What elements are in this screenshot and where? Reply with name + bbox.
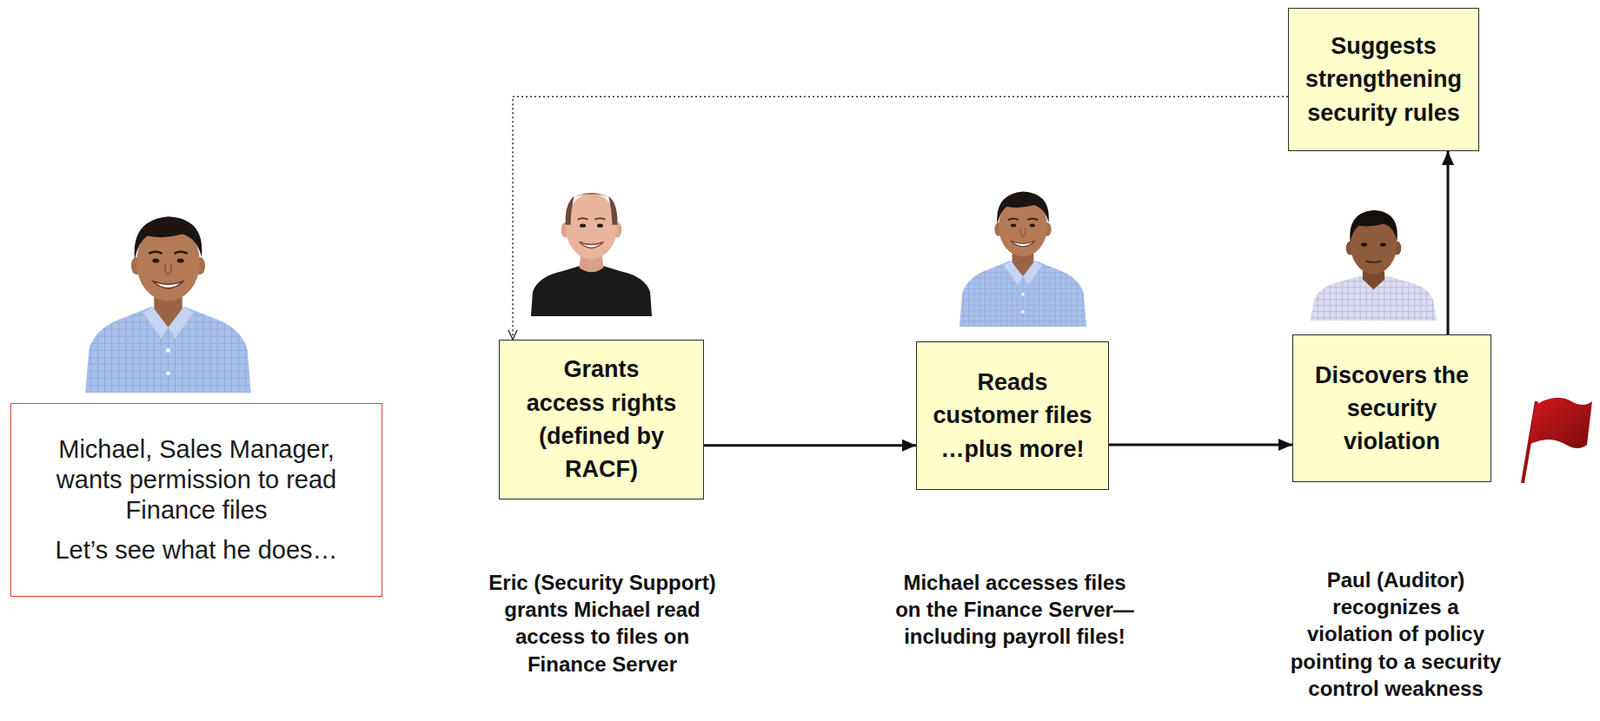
flow-arrow [1447, 151, 1450, 335]
michael-photo [85, 216, 252, 393]
box-text: Let’s see what he does… [54, 535, 338, 566]
caption-text: Eric (Security Support) grants Michael r… [476, 569, 729, 678]
box-text: Reads customer files …plus more! [929, 365, 1096, 466]
eric-photo [531, 192, 652, 317]
red-flag [1522, 398, 1593, 484]
caption-text: Paul (Auditor) recognizes a violation of… [1287, 566, 1504, 703]
flow-arrow [1108, 444, 1293, 447]
flow-arrow [703, 444, 917, 447]
intro-box: Michael, Sales Manager, wants permission… [10, 403, 383, 598]
box-text: Suggests strengthening security rules [1297, 29, 1470, 130]
box-text: Discovers the security violation [1301, 358, 1482, 459]
process-box: Discovers the security violation [1292, 334, 1492, 483]
michael-photo [959, 192, 1087, 327]
feedback-arrow [512, 96, 1288, 340]
box-text: Michael, Sales Manager, wants permission… [46, 434, 347, 525]
caption-text: Michael accesses files on the Finance Se… [890, 569, 1139, 651]
process-box: Suggests strengthening security rules [1287, 7, 1480, 152]
paul-photo [1310, 210, 1437, 321]
process-box: Reads customer files …plus more! [916, 341, 1109, 491]
box-text: Grants access rights (defined by RACF) [524, 352, 679, 486]
process-box: Grants access rights (defined by RACF) [498, 339, 704, 500]
